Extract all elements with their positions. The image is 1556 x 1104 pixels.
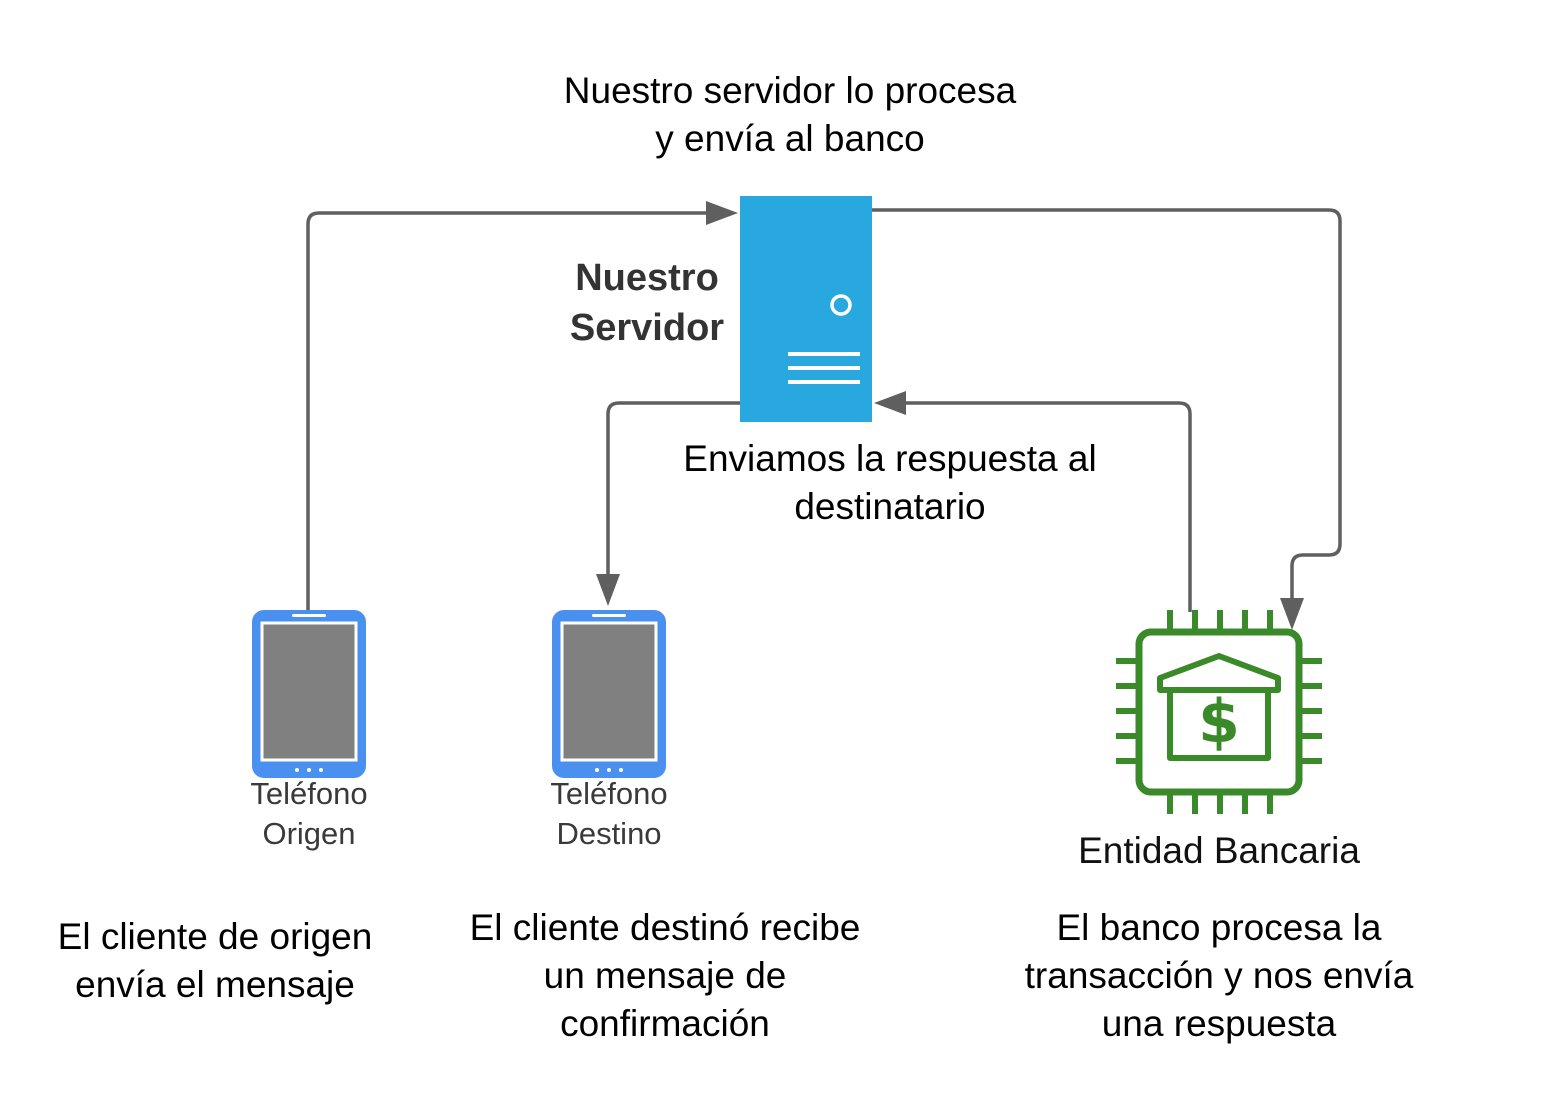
smartphone-icon	[252, 610, 366, 778]
connector-server-to-destination	[606, 401, 740, 576]
server-label: Nuestro Servidor	[569, 257, 725, 349]
connector-bank-to-server	[906, 401, 1192, 612]
connector-server-to-bank	[872, 208, 1342, 600]
phone-destination-label: Teléfono Destino	[550, 776, 668, 851]
arrowhead-to-destination	[596, 574, 620, 606]
bank-label: Entidad Bancaria	[1078, 830, 1360, 871]
caption-origin-sends: El cliente de origen envía el mensaje	[57, 916, 373, 1005]
server-icon	[740, 196, 872, 422]
arrowhead-to-server-bottom	[874, 391, 906, 415]
caption-destination-receives: El cliente destinó recibe un mensaje de …	[469, 907, 861, 1044]
smartphone-icon	[552, 610, 666, 778]
arrowhead-to-server-left	[706, 201, 738, 225]
caption-send-response: Enviamos la respuesta al destinatario	[683, 438, 1097, 527]
phone-origin-label: Teléfono Origen	[250, 776, 368, 851]
caption-server-process: Nuestro servidor lo procesa y envía al b…	[563, 70, 1017, 159]
dollar-sign-icon: $	[1198, 687, 1240, 757]
connector-origin-to-server	[306, 211, 708, 610]
arrowhead-to-bank	[1280, 598, 1304, 630]
bank-chip-icon	[1116, 610, 1322, 814]
caption-bank-processes: El banco procesa la transacción y nos en…	[1024, 907, 1414, 1044]
